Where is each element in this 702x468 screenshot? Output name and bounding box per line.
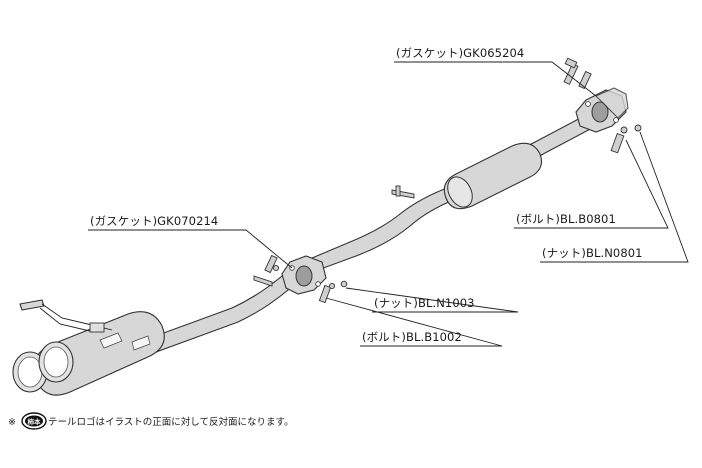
- label-nut-front: (ナット)BL.N0801: [542, 246, 643, 260]
- resonator: [443, 142, 543, 210]
- hardware: [264, 57, 642, 304]
- mid-bolt-2: [318, 280, 348, 304]
- front-flange: [575, 87, 629, 133]
- front-bolt-1: [563, 57, 579, 85]
- mid-flange: [281, 255, 327, 295]
- pipe-hanger-rear: [253, 275, 273, 287]
- exhaust-system: [12, 87, 629, 396]
- pipe-hanger-mid: [391, 189, 415, 199]
- footnote: ※ 柿本 テールロゴはイラストの正面に対して反対面になります。: [8, 412, 294, 430]
- mid-bolt-1: [264, 254, 280, 274]
- rear-pipe: [149, 267, 301, 353]
- label-bolt-front: (ボルト)BL.B0801: [516, 212, 616, 226]
- labels: (ガスケット)GK065204 (ガスケット)GK070214 (ボルト)BL.…: [90, 46, 643, 344]
- label-gasket-front: (ガスケット)GK065204: [396, 46, 524, 60]
- hanger-bracket: [19, 299, 113, 333]
- kakimoto-logo-icon: 柿本: [21, 412, 47, 430]
- mid-pipe: [311, 185, 459, 271]
- front-nut-1: [610, 124, 642, 154]
- label-nut-mid: (ナット)BL.N1003: [374, 296, 475, 310]
- label-gasket-mid: (ガスケット)GK070214: [90, 214, 218, 228]
- front-pipe-hanger-bolt: [395, 185, 401, 197]
- front-bolt-2: [578, 70, 592, 90]
- tail-tips: [12, 341, 74, 393]
- svg-text:柿本: 柿本: [28, 417, 42, 426]
- footnote-mark: ※: [8, 417, 16, 428]
- label-bolt-mid: (ボルト)BL.B1002: [362, 330, 462, 344]
- footnote-text: テールロゴはイラストの正面に対して反対面になります。: [48, 416, 294, 428]
- leader-lines: [88, 61, 689, 347]
